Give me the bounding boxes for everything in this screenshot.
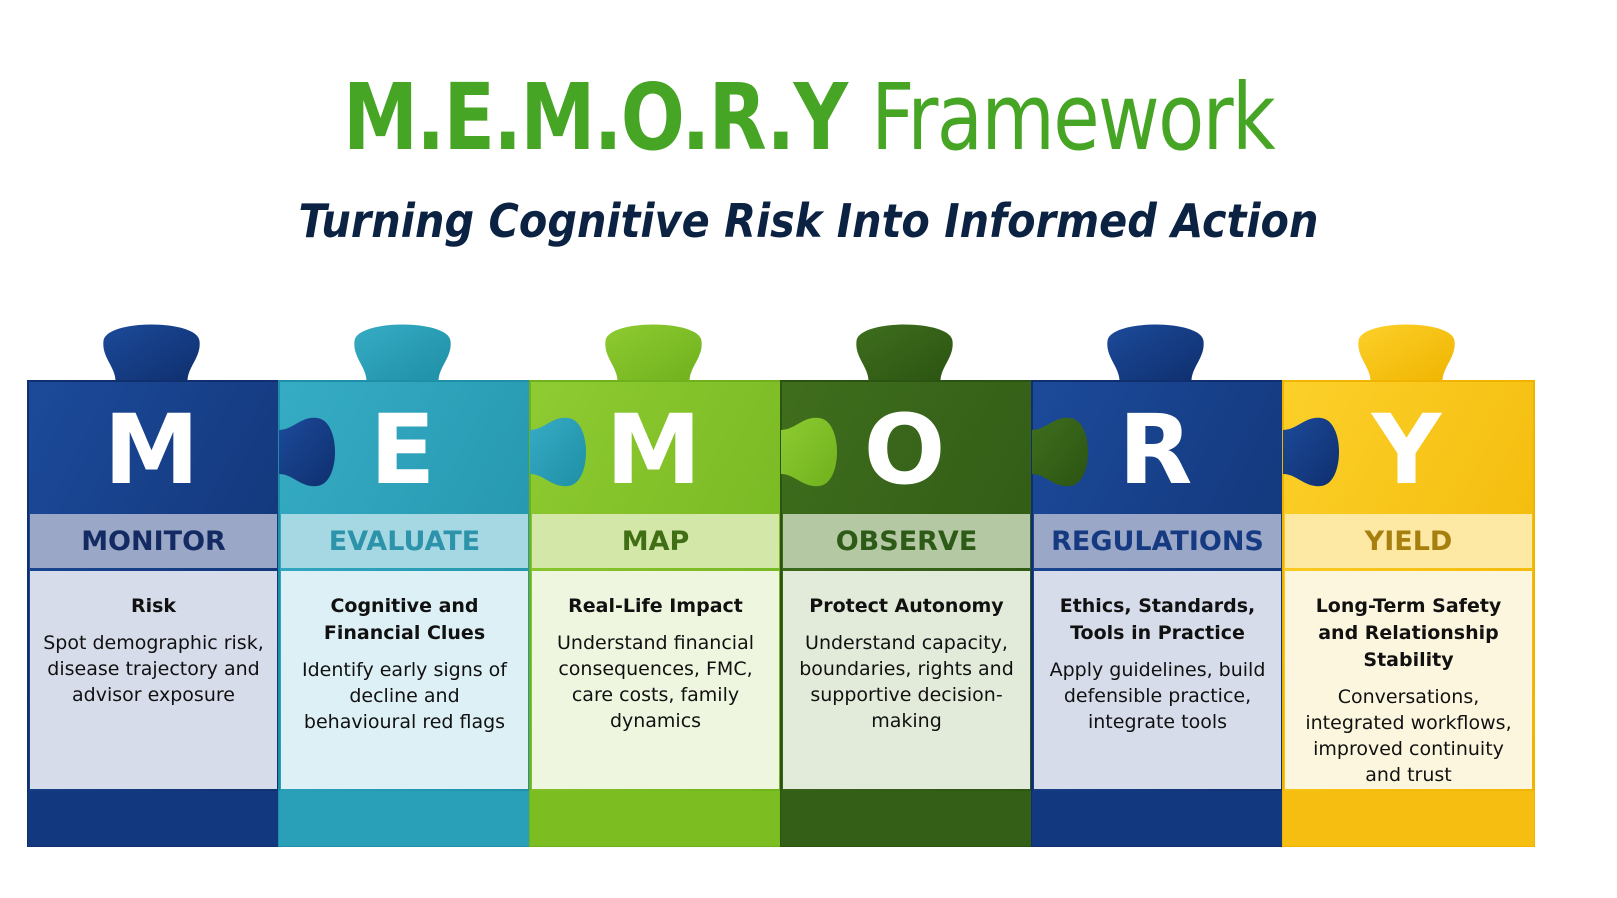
- column-subheading: Cognitive and Financial Clues: [323, 595, 486, 644]
- column-description: Understand capacity, boundaries, rights …: [799, 632, 1014, 732]
- column-subheading: Long-Term Safety and Relationship Stabil…: [1315, 595, 1502, 671]
- piece-base: [781, 791, 1032, 846]
- piece-base: [279, 791, 530, 846]
- column-heading: MAP: [532, 514, 779, 568]
- column-subheading: Protect Autonomy: [809, 595, 1004, 617]
- column-heading: MONITOR: [30, 514, 277, 568]
- piece-letter: E: [370, 394, 436, 506]
- title-word: Framework: [871, 64, 1275, 171]
- piece-top-knob: [605, 324, 702, 381]
- piece-letter: O: [864, 394, 946, 506]
- piece-side-knob: [1283, 417, 1339, 487]
- column-description: Conversations, integrated workflows, imp…: [1305, 686, 1512, 786]
- column-description: Understand financial consequences, FMC, …: [557, 632, 754, 732]
- piece-base: [530, 791, 781, 846]
- piece-side-knob: [530, 417, 586, 487]
- column-heading: EVALUATE: [281, 514, 528, 568]
- piece-letter: M: [104, 394, 200, 506]
- page-title: M.E.M.O.R.Y Framework: [146, 72, 1472, 164]
- column-body: Long-Term Safety and Relationship Stabil…: [1285, 571, 1532, 789]
- column-heading: OBSERVE: [783, 514, 1030, 568]
- column-description: Apply guidelines, build defensible pract…: [1049, 659, 1266, 733]
- piece-base: [1283, 791, 1534, 846]
- piece-top-knob: [103, 324, 200, 381]
- piece-letter: R: [1119, 394, 1193, 506]
- piece-top-knob: [1358, 324, 1455, 381]
- column-heading: REGULATIONS: [1034, 514, 1281, 568]
- piece-letter: M: [606, 394, 702, 506]
- column-heading: YIELD: [1285, 514, 1532, 568]
- title-acronym: M.E.M.O.R.Y: [342, 64, 848, 171]
- piece-side-knob: [781, 417, 837, 487]
- piece-top-knob: [354, 324, 451, 381]
- piece-base: [1032, 791, 1283, 846]
- column-subheading: Ethics, Standards, Tools in Practice: [1059, 595, 1256, 644]
- piece-top-knob: [856, 324, 953, 381]
- column-subheading: Real-Life Impact: [568, 595, 743, 617]
- piece-base: [28, 791, 279, 846]
- piece-top-knob: [1107, 324, 1204, 381]
- piece-letter: Y: [1371, 394, 1443, 506]
- piece-side-knob: [1032, 417, 1088, 487]
- page-subtitle: Turning Cognitive Risk Into Informed Act…: [298, 194, 1319, 248]
- column-description: Spot demographic risk, disease trajector…: [43, 632, 264, 706]
- column-description: Identify early signs of decline and beha…: [301, 659, 507, 733]
- column-subheading: Risk: [130, 595, 177, 617]
- piece-side-knob: [279, 417, 335, 487]
